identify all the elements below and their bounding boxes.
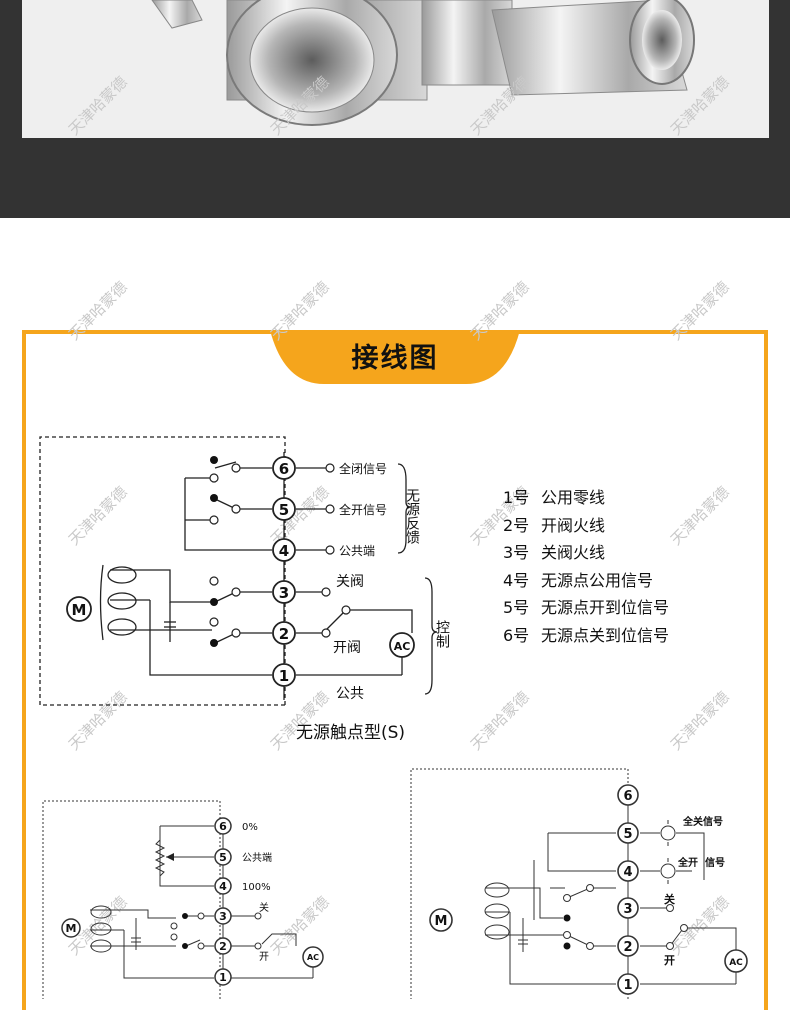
legend-text: 无源点公用信号 xyxy=(541,570,654,590)
label-common-end: 公共端 xyxy=(339,544,375,558)
legend-text: 关阀火线 xyxy=(541,543,606,562)
motor-symbol: M xyxy=(435,914,448,929)
valve-product-photo xyxy=(22,0,769,138)
legend-row: 2号开阀火线 xyxy=(503,512,669,540)
ac-source: AC xyxy=(729,958,743,968)
terminal-6: 6 xyxy=(279,460,289,478)
legend-num: 1号 xyxy=(503,488,530,507)
legend-text: 开阀火线 xyxy=(541,515,606,535)
legend-text: 无源点关到位信号 xyxy=(541,625,670,645)
terminal-2: 2 xyxy=(219,940,227,953)
label-close-valve: 关阀 xyxy=(336,574,364,590)
title-tab xyxy=(270,330,520,384)
terminal-6: 6 xyxy=(623,789,632,804)
terminal-1: 1 xyxy=(279,667,289,685)
label-control: 控制 xyxy=(434,620,450,648)
ac-source: AC xyxy=(307,953,319,962)
legend-num: 3号 xyxy=(503,543,530,562)
legend-row: 1号公用零线 xyxy=(503,484,669,512)
legend-row: 4号无源点公用信号 xyxy=(503,567,669,595)
terminal-6: 6 xyxy=(219,820,227,833)
diagram-caption: 无源触点型(S) xyxy=(296,723,406,743)
page-title: 接线图 xyxy=(351,343,439,374)
terminal-3: 3 xyxy=(279,584,289,602)
legend-num: 2号 xyxy=(503,515,530,535)
wiring-panel xyxy=(22,330,768,1010)
terminal-5: 5 xyxy=(219,851,227,864)
label-full-close-signal: 全关信号 xyxy=(682,815,723,828)
motor-symbol: M xyxy=(72,601,87,619)
label-full-close-signal: 全闭信号 xyxy=(339,461,387,476)
legend-row: 6号无源点关到位信号 xyxy=(503,622,669,650)
legend-text: 公用零线 xyxy=(541,488,606,507)
label-zero-percent: 0% xyxy=(242,822,258,833)
legend-num: 6号 xyxy=(503,625,530,645)
terminal-1: 1 xyxy=(623,978,632,993)
terminal-4: 4 xyxy=(219,880,227,893)
label-common: 公共 xyxy=(336,686,364,702)
motor-symbol: M xyxy=(66,922,77,935)
label-full-open-signal: 全开信号 xyxy=(339,502,387,517)
label-close: 关 xyxy=(259,901,269,914)
legend-row: 3号关阀火线 xyxy=(503,539,669,567)
terminal-2: 2 xyxy=(623,940,632,955)
terminal-legend: 1号公用零线 2号开阀火线 3号关阀火线 4号无源点公用信号 5号无源点开到位信… xyxy=(503,484,669,649)
legend-num: 4号 xyxy=(503,570,530,590)
label-open: 开 xyxy=(664,954,675,967)
ac-source: AC xyxy=(394,640,411,653)
terminal-3: 3 xyxy=(219,910,227,923)
label-hundred-percent: 100% xyxy=(242,882,271,893)
label-full-open: 全开 xyxy=(677,856,698,869)
terminal-5: 5 xyxy=(623,827,632,842)
terminal-3: 3 xyxy=(623,902,632,917)
legend-text: 无源点开到位信号 xyxy=(541,598,670,617)
label-passive-feedback: 无源反馈 xyxy=(404,488,420,544)
label-signal: 信号 xyxy=(705,856,725,869)
terminal-4: 4 xyxy=(279,542,289,560)
terminal-5: 5 xyxy=(279,501,289,519)
legend-num: 5号 xyxy=(503,598,530,617)
legend-row: 5号无源点开到位信号 xyxy=(503,594,669,622)
terminal-1: 1 xyxy=(219,971,227,984)
terminal-2: 2 xyxy=(279,625,289,643)
label-open: 开 xyxy=(259,952,269,963)
label-open-valve: 开阀 xyxy=(333,640,361,656)
label-common-end: 公共端 xyxy=(242,851,272,864)
label-close: 关 xyxy=(664,892,675,906)
terminal-4: 4 xyxy=(623,865,632,880)
